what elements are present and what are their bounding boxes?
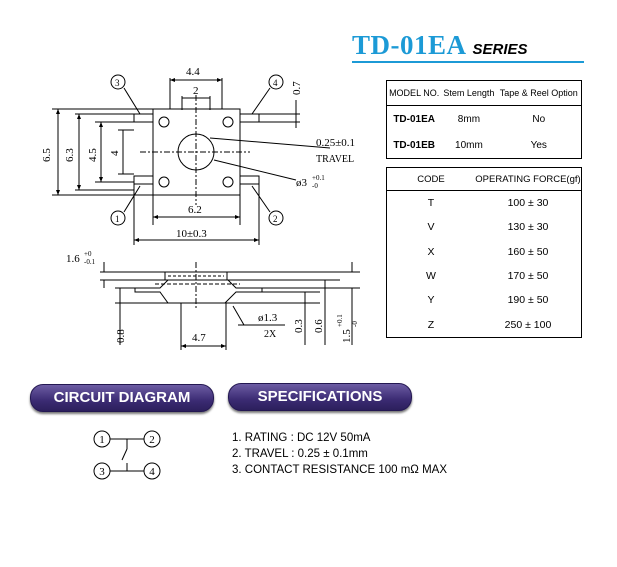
dim-stem-tol-minus: -0 <box>312 182 318 190</box>
code-cell: X <box>427 245 435 258</box>
dim-h3-minus: -0 <box>351 321 359 327</box>
pin-label-4: 4 <box>273 78 278 88</box>
pin-tab <box>239 113 260 123</box>
pin-label-2: 2 <box>273 214 278 224</box>
stem-cell: 8mm <box>457 113 481 125</box>
stem-cell: 10mm <box>455 139 483 151</box>
dim-height-mid: 4.5 <box>87 148 99 162</box>
model-table-header: MODEL NO. Stem Length Tape & Reel Option <box>386 80 582 106</box>
table-row: Y 190 ± 50 <box>387 288 582 312</box>
title-underline <box>352 61 584 63</box>
dim-stem-top: 1.6 <box>66 253 80 265</box>
code-cell: Z <box>427 318 435 331</box>
dim-height-outer: 6.5 <box>41 148 53 162</box>
dim-pin-spacing: 4.7 <box>192 332 206 344</box>
model-table: MODEL NO. Stem Length Tape & Reel Option… <box>386 80 582 159</box>
specifications-list: 1. RATING : DC 12V 50mA 2. TRAVEL : 0.25… <box>232 430 447 478</box>
dim-stem-top-plus: +0 <box>84 250 92 258</box>
specifications-heading: SPECIFICATIONS <box>228 383 412 411</box>
code-cell: V <box>427 221 435 234</box>
pin-label-1: 1 <box>115 214 120 224</box>
table-row: Z 250 ± 100 <box>387 312 582 337</box>
dim-stem-tol-plus: +0.1 <box>312 174 325 182</box>
pin-label-3: 3 <box>115 78 120 88</box>
operating-force-table: CODE OPERATING FORCE(gf) T 100 ± 30 V 130 … <box>386 167 582 338</box>
dim-inner: 2 <box>193 85 199 97</box>
mount-hole <box>158 116 170 128</box>
circuit-pin-4: 4 <box>149 466 155 478</box>
table-row: X 160 ± 50 <box>387 240 582 264</box>
dim-body-width: 6.2 <box>188 204 202 216</box>
dimension-drawing: 4.4 2 0.7 6.5 6.3 4.5 4 0.25±0.1 TRAVEL … <box>41 66 360 350</box>
dim-h3: 1.5 <box>341 329 353 343</box>
circuit-pin-2: 2 <box>149 434 155 446</box>
model-cell: TD-01EB <box>393 139 435 151</box>
force-table-header: CODE OPERATING FORCE(gf) <box>386 167 582 191</box>
force-cell: 250 ± 100 <box>504 318 552 331</box>
series-model-title: TD-01EA <box>352 30 467 60</box>
mount-hole <box>158 176 170 188</box>
circuit-pin-3: 3 <box>99 466 105 478</box>
dim-h2: 0.6 <box>313 319 325 333</box>
pin-callout-2 <box>268 210 284 226</box>
model-header-tape: Tape & Reel Option <box>496 80 582 106</box>
switch-contact <box>121 448 128 461</box>
series-label: SERIES <box>472 41 528 58</box>
spec-item: 2. TRAVEL : 0.25 ± 0.1mm <box>232 448 368 460</box>
table-row: V 130 ± 30 <box>387 215 582 239</box>
dim-h3-plus: +0.1 <box>336 314 344 327</box>
circuit-pin-1: 1 <box>99 434 105 446</box>
pin-callout-4 <box>268 74 284 90</box>
dim-height-inner: 4 <box>109 150 121 156</box>
force-cell: 100 ± 30 <box>507 197 549 210</box>
force-header-force: OPERATING FORCE(gf) <box>475 167 582 191</box>
pin-tab <box>133 175 154 185</box>
dim-stem-top-minus: -0.1 <box>84 258 96 266</box>
tape-cell: No <box>532 113 546 125</box>
dim-pin-count: 2X <box>264 329 277 340</box>
pin-tab <box>133 113 154 123</box>
dim-h1: 0.3 <box>293 319 305 333</box>
title-block: TD-01EA SERIES <box>352 30 602 64</box>
table-row: W 170 ± 50 <box>387 264 582 288</box>
model-header-model: MODEL NO. <box>386 80 442 106</box>
dim-pin-diameter: ø1.3 <box>258 312 278 324</box>
force-cell: 160 ± 50 <box>507 245 549 258</box>
pin-tab <box>239 175 260 185</box>
dim-height-body: 6.3 <box>64 148 76 162</box>
force-cell: 130 ± 30 <box>507 221 549 234</box>
dim-overall-width: 10±0.3 <box>176 228 207 240</box>
table-row: T 100 ± 30 <box>387 191 582 216</box>
code-cell: T <box>427 197 435 210</box>
mount-hole <box>222 176 234 188</box>
tape-cell: Yes <box>530 139 547 151</box>
force-header-code: CODE <box>386 167 475 191</box>
dim-stem-diameter: ø3 <box>296 177 308 189</box>
pin-callout-1 <box>110 210 126 226</box>
code-cell: Y <box>427 294 435 307</box>
travel-label: TRAVEL <box>316 154 354 165</box>
table-row: TD-01EB 10mm Yes <box>387 132 582 159</box>
model-cell: TD-01EA <box>393 113 435 125</box>
table-row: TD-01EA 8mm No <box>387 106 582 133</box>
spec-item: 3. CONTACT RESISTANCE 100 mΩ MAX <box>232 464 448 476</box>
dim-width-top: 4.4 <box>186 66 200 78</box>
dim-base: 0.8 <box>115 329 127 343</box>
spec-item: 1. RATING : DC 12V 50mA <box>232 432 371 444</box>
pin-callout-3 <box>110 74 126 90</box>
dim-travel: 0.25±0.1 <box>316 137 355 149</box>
force-cell: 170 ± 50 <box>507 270 549 283</box>
dim-pin-offset: 0.7 <box>291 81 303 95</box>
model-header-stem: Stem Length <box>441 80 497 106</box>
circuit-diagram-heading: CIRCUIT DIAGRAM <box>30 384 214 412</box>
circuit-diagram: 1 2 3 4 <box>93 430 161 480</box>
mount-hole <box>222 116 234 128</box>
code-cell: W <box>426 270 436 283</box>
force-cell: 190 ± 50 <box>507 294 549 307</box>
